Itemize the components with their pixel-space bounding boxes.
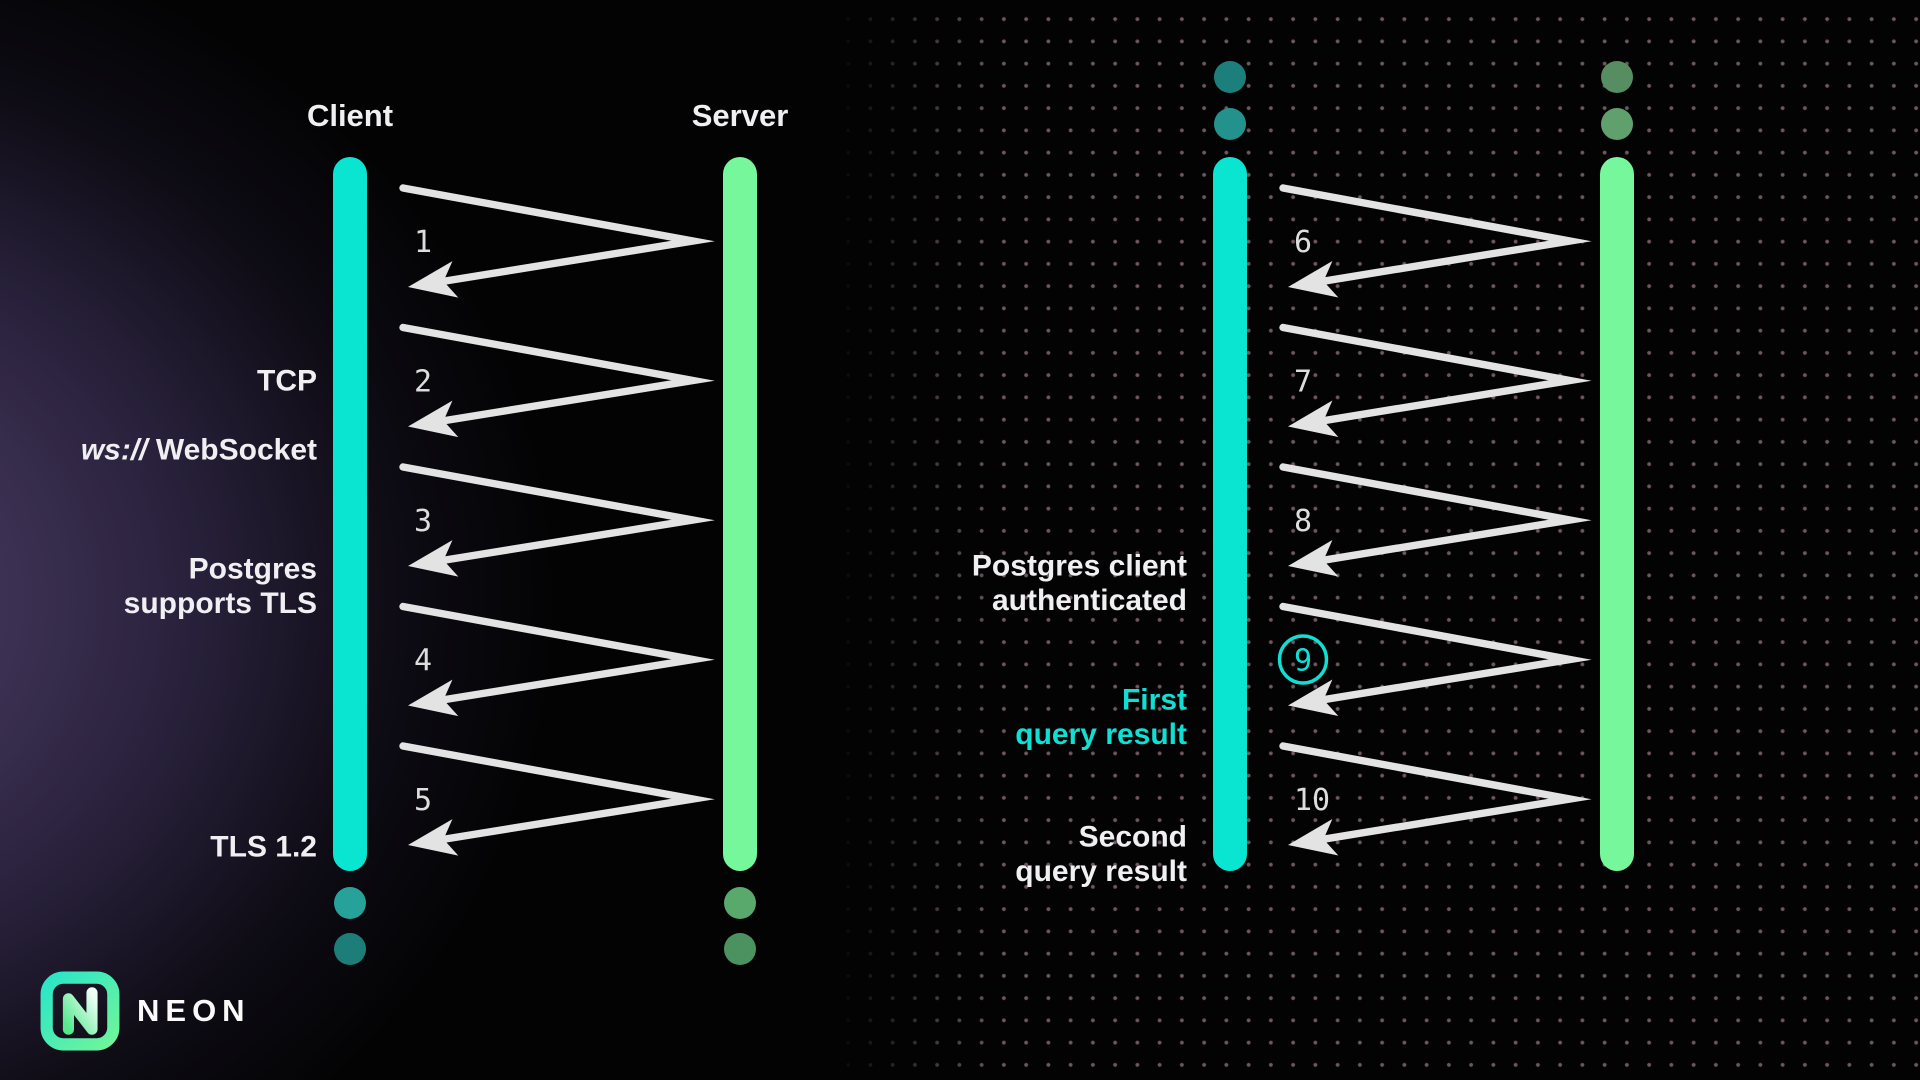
annotation-label: supports TLS [124,587,317,620]
step-number: 6 [1294,225,1312,260]
annotation-label: TLS 1.2 [210,831,317,864]
logo-n-glyph [62,987,98,1035]
annotation-label: query result [1015,718,1187,751]
annotation-label: Postgres [189,553,317,586]
client-continuation-dot [1214,108,1246,140]
annotation-label: authenticated [992,584,1187,617]
server-lifeline-bar [1600,157,1634,871]
server-lifeline-bar [723,157,757,871]
client-continuation-dot [334,887,366,919]
step-number: 2 [414,365,432,400]
server-header-label: Server [692,98,789,133]
step-number: 5 [414,783,432,818]
server-continuation-dot [724,933,756,965]
annotation-label: Second [1079,821,1187,854]
annotation-label: First [1122,684,1187,717]
server-continuation-dot [1601,108,1633,140]
annotation-label: query result [1015,855,1187,888]
step-number: 8 [1294,504,1312,539]
step-number: 1 [414,225,432,260]
client-lifeline-bar [1213,157,1247,871]
step-number: 7 [1294,365,1312,400]
annotation-label: ws:// WebSocket [81,434,317,467]
client-continuation-dot [334,933,366,965]
server-continuation-dot [1601,61,1633,93]
step-number: 3 [414,504,432,539]
annotation-label: Postgres client [972,550,1187,583]
client-continuation-dot [1214,61,1246,93]
server-continuation-dot [724,887,756,919]
step-number: 9 [1294,644,1312,679]
step-number: 4 [414,644,432,679]
annotation-label: TCP [257,365,317,398]
neon-wordmark: NEON [137,993,251,1028]
neon-logo-icon [40,971,120,1051]
step-number: 10 [1294,783,1330,818]
client-header-label: Client [307,98,393,133]
client-lifeline-bar [333,157,367,871]
neon-brand: NEON [40,971,251,1051]
